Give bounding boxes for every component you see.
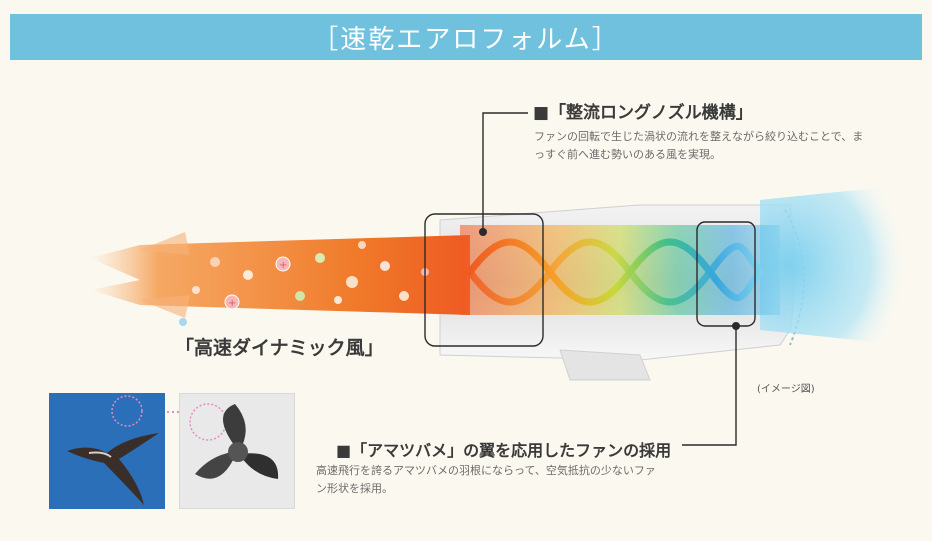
- swallow-bird-photo: [49, 393, 165, 509]
- cool-air-flow: [760, 185, 905, 345]
- nozzle-callout-dot: [479, 228, 487, 236]
- nozzle-description: ファンの回転で生じた渦状の流れを整えながら絞り込むことで、まっすぐ前へ進む勢いの…: [534, 130, 864, 161]
- image-note: (イメージ図): [757, 384, 815, 395]
- warm-air-arrow: [90, 235, 470, 315]
- vortex-helix: [466, 238, 764, 306]
- callout-lines: [424, 112, 756, 446]
- swallow-fan-heading: ■「アマツバメ」の翼を応用したファンの採用: [336, 441, 672, 460]
- swallow-fan-description: 高速飛行を誇るアマツバメの羽根にならって、空気抵抗の少ないファン形状を採用。: [316, 464, 656, 495]
- banner-title: ［速乾エアロフォルム］: [10, 14, 922, 60]
- nozzle-heading: ■「整流ロングノズル機構」: [533, 103, 753, 123]
- dynamic-wind-label: 「高速ダイナミック風」: [175, 337, 384, 359]
- svg-text:+: +: [279, 260, 287, 271]
- fan-callout-dot: [732, 322, 740, 330]
- ion-particles: + +: [179, 241, 429, 326]
- fan-blade-photo: [179, 393, 295, 509]
- svg-text:+: +: [228, 298, 236, 309]
